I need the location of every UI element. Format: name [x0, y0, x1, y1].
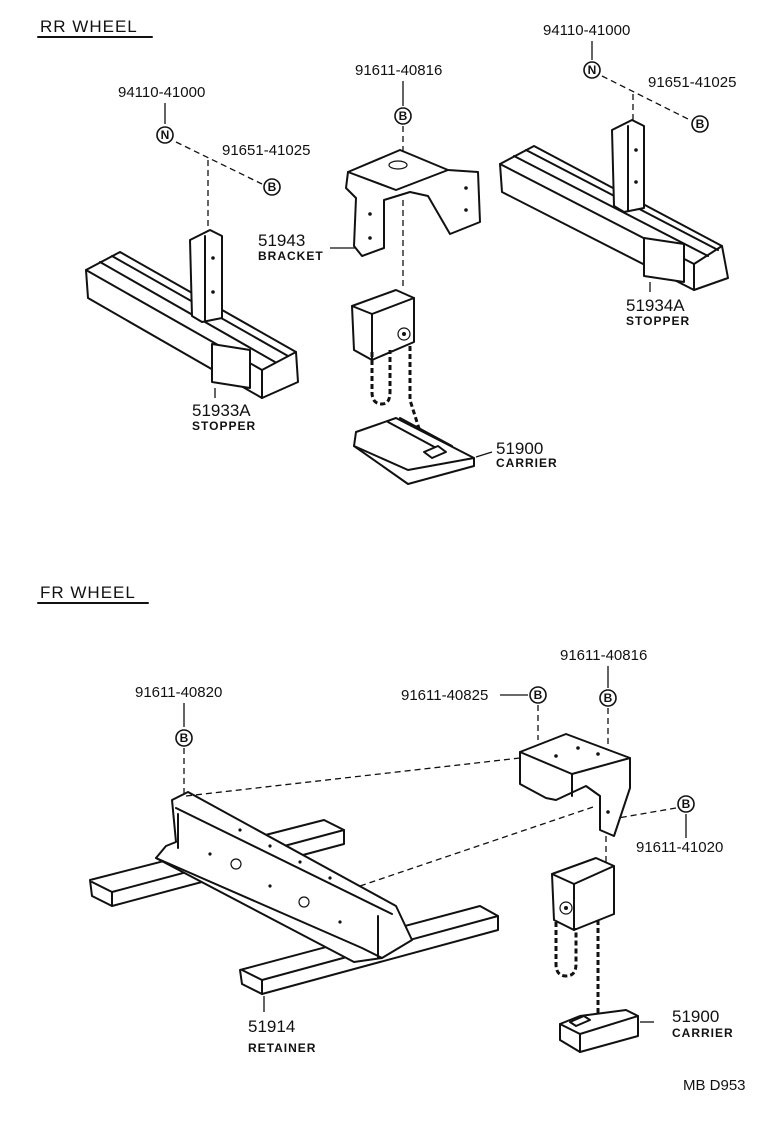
retainer-main-beam: [155, 791, 413, 963]
front-carrier-name: CARRIER: [672, 1026, 734, 1040]
rear-wheel-title: RR WHEEL: [40, 17, 138, 36]
left-stopper-block: [211, 343, 251, 389]
rear-chain-lower: [408, 346, 424, 439]
rear-bracket-carrier-assembly: 91611-40816 B 51943 BRACKET: [258, 62, 558, 485]
retainer-number: 51914: [248, 1017, 295, 1036]
front-wheel-title: FR WHEEL: [40, 583, 136, 602]
bolt-icon: B: [529, 686, 547, 704]
svg-text:B: B: [682, 797, 691, 811]
front-wheel-heading: FR WHEEL: [37, 583, 149, 604]
nut-icon: N: [156, 126, 174, 144]
svg-text:B: B: [399, 109, 408, 123]
front-winch-housing: [551, 857, 615, 931]
bolt-icon: B: [394, 107, 412, 125]
rear-wheel-heading: RR WHEEL: [37, 17, 153, 38]
front-mid-bolt-part-number: 91611-40825: [401, 687, 488, 704]
left-bolt-part-number: 91651-41025: [222, 142, 310, 159]
retainer-name: RETAINER: [248, 1041, 316, 1055]
front-retainer-assembly: 91611-40820 B 51914 RETAINER: [89, 684, 499, 1055]
bolt-icon: B: [677, 795, 695, 813]
front-bracket-carrier-assembly: 91611-40816 B 91611-40825 B 91611-41020 …: [185, 647, 734, 1053]
left-stopper-assembly: 94110-41000 N 91651-41025 B 51933A STOPP…: [85, 84, 310, 433]
rear-chain: [370, 350, 392, 406]
right-nut-part-number: 94110-41000: [543, 22, 630, 39]
bolt-icon: B: [691, 115, 709, 133]
right-stopper-name: STOPPER: [626, 314, 690, 328]
right-stopper-assembly: 94110-41000 N 91651-41025 B 51934A STOPP…: [499, 22, 736, 328]
svg-text:B: B: [268, 180, 277, 194]
diagram-code: MB D953: [683, 1077, 746, 1094]
right-bolt-part-number: 91651-41025: [648, 74, 736, 91]
front-carrier-plate: [559, 1009, 639, 1053]
bracket-part: [345, 149, 481, 257]
right-stopper-block: [643, 237, 685, 283]
svg-text:B: B: [180, 731, 189, 745]
nut-icon: N: [583, 61, 601, 79]
front-side-bolt-part-number: 91611-41020: [636, 839, 723, 856]
left-stopper-number: 51933A: [192, 401, 251, 420]
front-chain: [554, 922, 578, 978]
bolt-icon: B: [175, 729, 193, 747]
center-bolt-part-number: 91611-40816: [355, 62, 442, 79]
bolt-icon: B: [263, 178, 281, 196]
left-nut-part-number: 94110-41000: [118, 84, 205, 101]
rear-carrier-number: 51900: [496, 439, 543, 458]
front-top-bolt-part-number: 91611-40816: [560, 647, 647, 664]
right-stopper-number: 51934A: [626, 296, 685, 315]
svg-text:B: B: [534, 688, 543, 702]
bracket-name: BRACKET: [258, 249, 324, 263]
rear-carrier-name: CARRIER: [496, 456, 558, 470]
front-bracket-part: [519, 733, 631, 837]
svg-text:B: B: [696, 117, 705, 131]
front-carrier-number: 51900: [672, 1007, 719, 1026]
rear-carrier-plate: [353, 417, 475, 485]
rear-winch-housing: [351, 289, 415, 361]
left-stopper-name: STOPPER: [192, 419, 256, 433]
svg-text:B: B: [604, 691, 613, 705]
svg-text:N: N: [161, 128, 170, 142]
front-left-bolt-part-number: 91611-40820: [135, 684, 222, 701]
bracket-number: 51943: [258, 231, 305, 250]
bolt-icon: B: [599, 689, 617, 707]
svg-text:N: N: [588, 63, 597, 77]
